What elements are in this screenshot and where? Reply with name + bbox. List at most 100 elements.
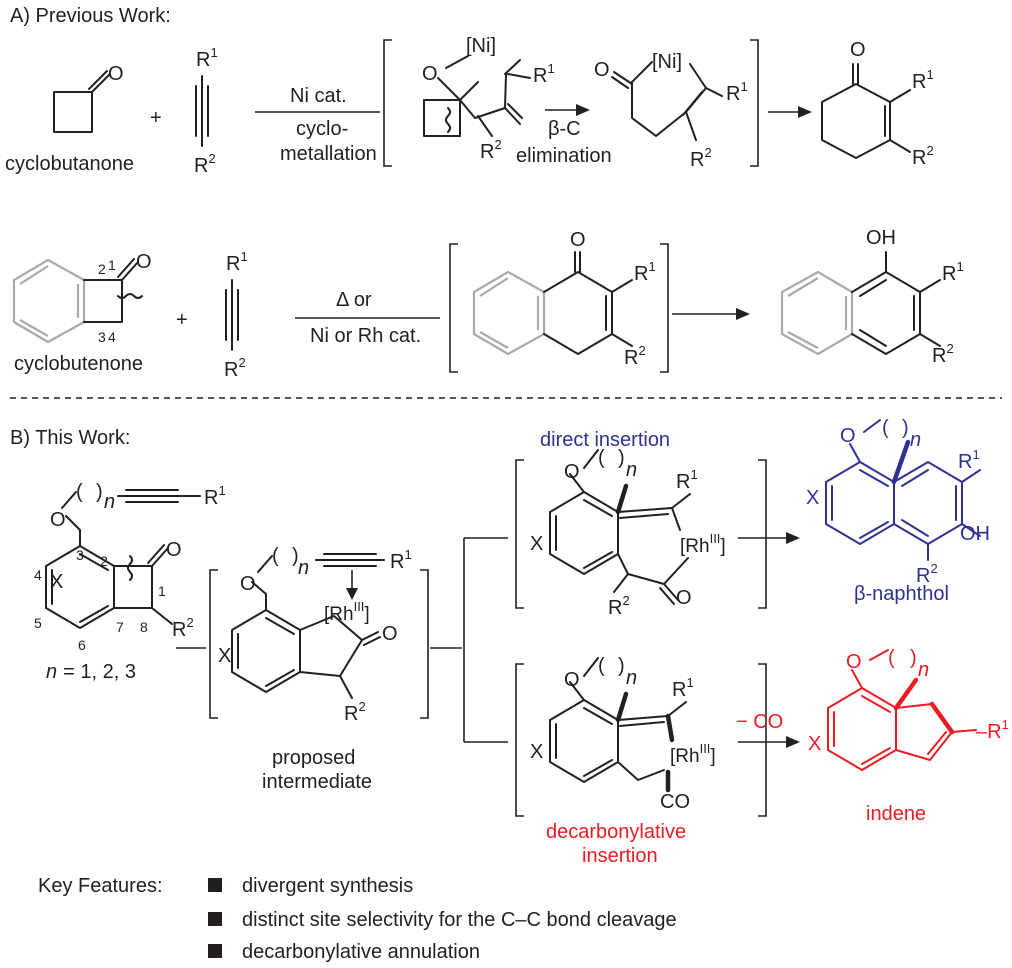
bracket-open <box>209 569 218 719</box>
key-features-label: Key Features: <box>38 875 163 897</box>
svg-text:n: n <box>104 491 115 513</box>
reaction-arrow-cyclometallation: Ni cat. cyclo- metallation <box>255 85 380 165</box>
svg-text:4: 4 <box>34 567 42 583</box>
svg-text:O: O <box>850 39 866 61</box>
rhodacycle-decarbonylative-structure: O ( ) n R1 [RhIII] CO X <box>530 655 716 813</box>
svg-text:X: X <box>530 533 543 555</box>
svg-text:(: ( <box>888 647 895 669</box>
svg-text:[RhIII]: [RhIII] <box>670 741 716 767</box>
bracket-close <box>420 569 429 719</box>
svg-text:R1: R1 <box>726 79 748 105</box>
svg-text:O: O <box>50 509 66 531</box>
svg-text:X: X <box>218 645 231 667</box>
svg-text:R1: R1 <box>204 483 226 509</box>
svg-text:O: O <box>846 651 862 673</box>
proposed-intermediate-label-line1: proposed <box>272 747 355 769</box>
svg-text:X: X <box>50 571 63 593</box>
svg-text:R1: R1 <box>196 45 218 71</box>
bracket-open <box>383 39 392 167</box>
cyclobutanone-structure: O <box>53 63 124 133</box>
svg-text:R2: R2 <box>608 593 630 619</box>
svg-text:[Ni]: [Ni] <box>652 51 682 73</box>
svg-text:R2: R2 <box>224 355 246 381</box>
indene-label: indene <box>866 803 926 825</box>
direct-insertion-label: direct insertion <box>540 429 670 451</box>
bullet-square-icon <box>208 944 222 958</box>
svg-text:R2: R2 <box>480 137 502 163</box>
cyclohexenone-product-structure: O R1 R2 <box>821 39 934 169</box>
svg-text:6: 6 <box>78 637 86 653</box>
svg-text:R2: R2 <box>912 143 934 169</box>
rhodacycle-direct-insertion-structure: O ( ) n R1 [RhIII] O R2 X <box>530 447 726 619</box>
svg-text:[RhIII]: [RhIII] <box>680 531 726 557</box>
svg-text:): ) <box>910 647 917 669</box>
svg-text:O: O <box>136 251 152 273</box>
svg-text:(: ( <box>272 545 279 567</box>
bullet-square-icon <box>208 912 222 926</box>
svg-text:n: n <box>626 667 637 689</box>
n-values: n= 1, 2, 3 <box>46 661 136 683</box>
svg-text:[Ni]: [Ni] <box>466 35 496 57</box>
svg-text:OH: OH <box>866 227 896 249</box>
bullet-square-icon <box>208 878 222 892</box>
svg-text:R1: R1 <box>226 249 248 275</box>
svg-text:R1: R1 <box>634 259 656 285</box>
proposed-intermediate-structure: O X O ( ) n R1 [RhIII] R2 <box>218 545 412 725</box>
svg-text:2: 2 <box>98 261 106 277</box>
svg-text:): ) <box>902 417 909 439</box>
bracket-open <box>449 243 458 373</box>
svg-text:n: n <box>918 659 929 681</box>
svg-text:R1: R1 <box>912 67 934 93</box>
svg-text:elimination: elimination <box>516 145 612 167</box>
beta-naphthol-product-structure: O ( ) n R1 OH R2 X <box>806 417 990 587</box>
svg-text:X: X <box>530 741 543 763</box>
reaction-arrow-thermal-or-catalytic: Δ or Ni or Rh cat. <box>295 289 440 347</box>
svg-text:): ) <box>96 481 103 503</box>
bracket-close <box>758 663 767 817</box>
svg-text:O: O <box>840 425 856 447</box>
svg-text:β-C: β-C <box>548 118 581 140</box>
indene-product-structure: –R1 O ( ) n X <box>808 647 1009 771</box>
reaction-arrow-beta-c-elimination: β-C elimination <box>516 104 612 167</box>
naphthol-product-structure: OH R1 R2 <box>780 227 964 367</box>
proposed-intermediate-label-line2: intermediate <box>262 771 372 793</box>
svg-text:R2: R2 <box>194 151 216 177</box>
svg-text:cyclo-: cyclo- <box>296 118 348 140</box>
svg-text:(: ( <box>76 481 83 503</box>
svg-text:OH: OH <box>960 523 990 545</box>
svg-text:R1: R1 <box>533 61 555 87</box>
svg-text:(: ( <box>598 655 605 677</box>
svg-text:O: O <box>422 63 438 85</box>
svg-text:O: O <box>240 573 256 595</box>
svg-text:8: 8 <box>140 619 148 635</box>
key-feature-item: divergent synthesis <box>242 875 413 897</box>
section-a-title: A) Previous Work: <box>10 5 171 27</box>
svg-text:O: O <box>564 669 580 691</box>
reaction-arrow <box>738 532 800 544</box>
svg-text:O: O <box>564 461 580 483</box>
svg-text:R2: R2 <box>344 699 366 725</box>
svg-text:Ni or Rh cat.: Ni or Rh cat. <box>310 325 421 347</box>
svg-text:R1: R1 <box>390 547 412 573</box>
svg-text:7: 7 <box>116 619 124 635</box>
key-feature-item: decarbonylative annulation <box>242 941 480 963</box>
svg-text:n: n <box>910 429 921 451</box>
ring-expanded-intermediate-structure: O [Ni] R1 R2 <box>594 51 748 171</box>
svg-text:n: n <box>298 557 309 579</box>
benzocyclobutenone-structure: O 2 3 1 4 <box>12 251 152 345</box>
decarbonylative-label-line1: decarbonylative <box>546 821 686 843</box>
svg-text:O: O <box>676 587 692 609</box>
svg-text:2: 2 <box>100 553 108 569</box>
svg-text:O: O <box>108 63 124 85</box>
cyclobutanone-label: cyclobutanone <box>5 153 134 175</box>
svg-text:O: O <box>382 623 398 645</box>
svg-text:O: O <box>166 539 182 561</box>
svg-text:): ) <box>618 655 625 677</box>
section-b-title: B) This Work: <box>10 427 130 449</box>
naphthalenone-intermediate-structure: O R1 R2 <box>472 229 656 369</box>
svg-text:O: O <box>594 59 610 81</box>
svg-text:R1: R1 <box>676 467 698 493</box>
svg-text:Ni cat.: Ni cat. <box>290 85 347 107</box>
alkyne-structure: R1 R2 <box>194 45 218 177</box>
